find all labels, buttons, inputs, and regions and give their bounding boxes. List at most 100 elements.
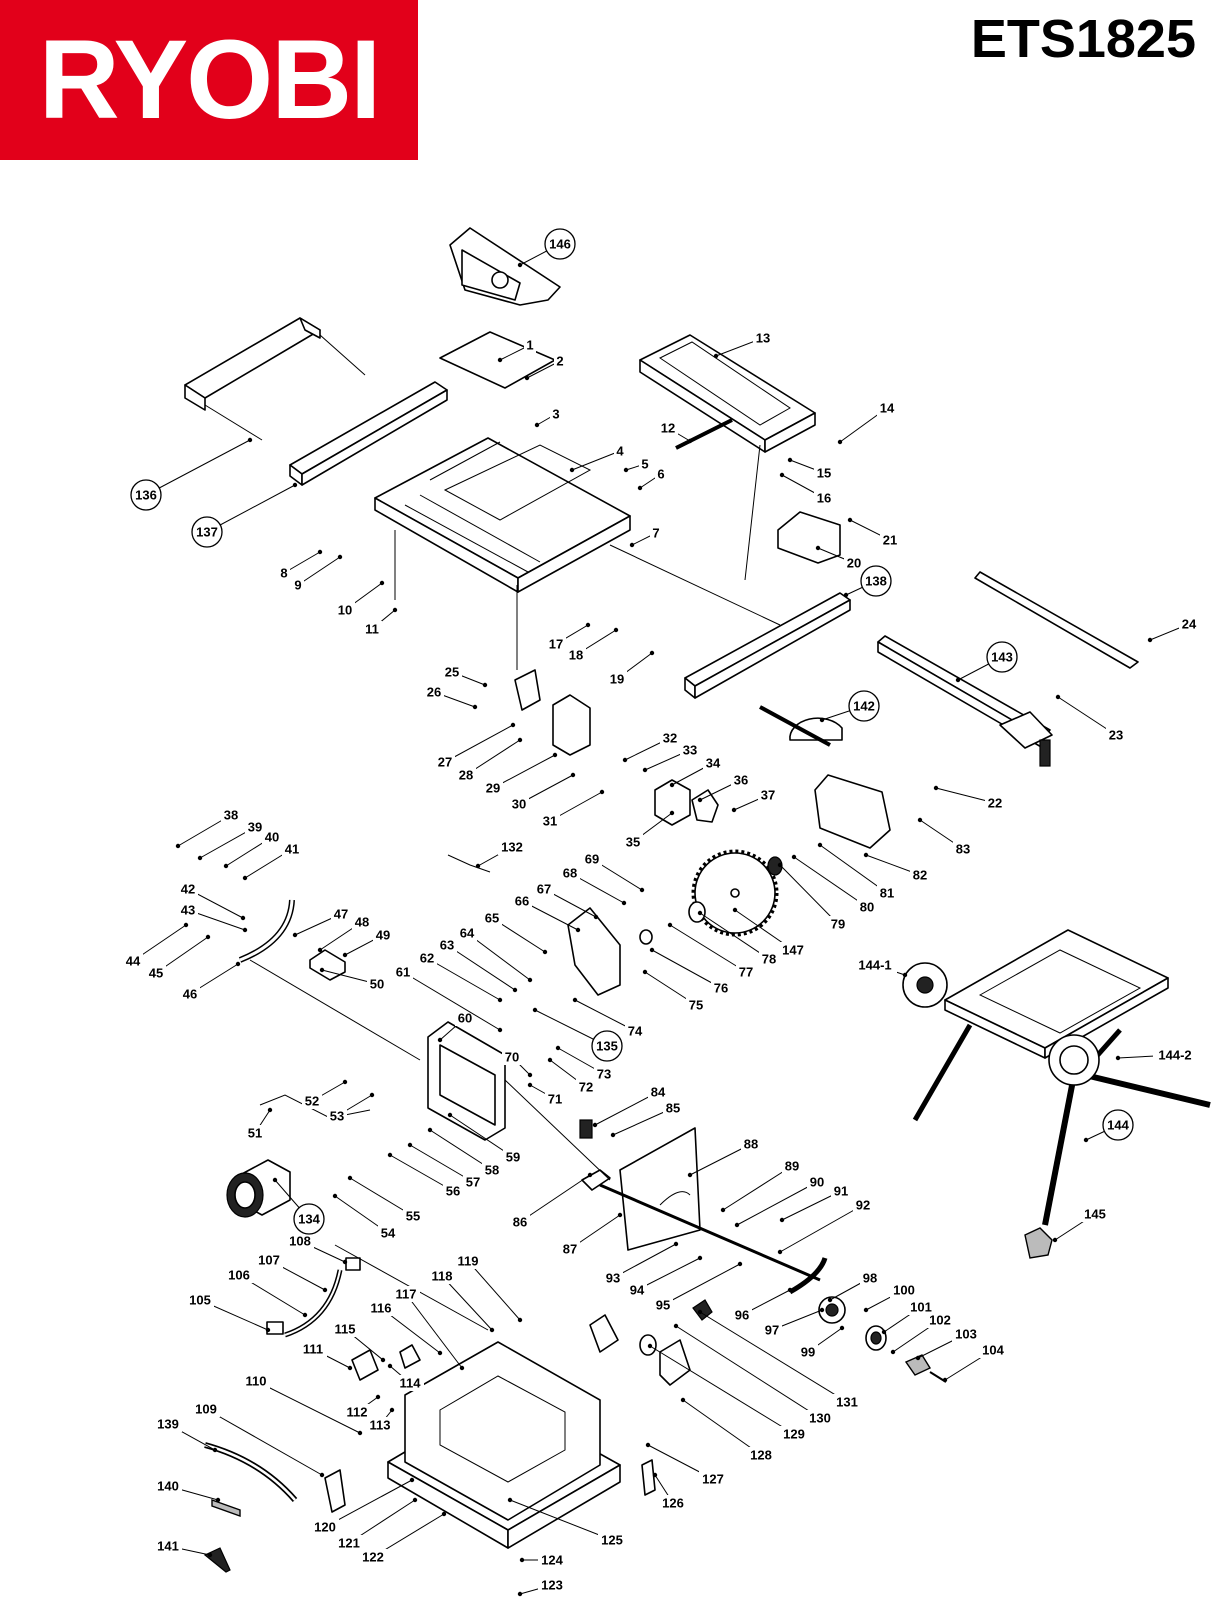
label-background xyxy=(703,755,723,771)
part-number-label: 105 xyxy=(189,1293,211,1308)
leader-end-dot xyxy=(387,1152,393,1158)
callout-142: 142 xyxy=(819,690,880,723)
callout-92: 92 xyxy=(777,1197,873,1255)
base-housing xyxy=(387,1341,621,1549)
leader-end-dot xyxy=(642,767,648,773)
part-number-label: 69 xyxy=(585,852,599,867)
leader-end-dot xyxy=(890,1349,896,1355)
leader-end-dot xyxy=(942,1377,948,1383)
leader-end-dot xyxy=(617,1212,623,1218)
label-background xyxy=(550,406,562,422)
callout-112: 112 xyxy=(343,1394,381,1420)
part-number-label: 95 xyxy=(656,1298,670,1313)
part-number-label: 87 xyxy=(563,1242,577,1257)
callout-30: 30 xyxy=(509,772,576,812)
label-background xyxy=(443,1183,463,1199)
rip-fence xyxy=(877,635,1053,767)
part-number-label: 10 xyxy=(338,603,352,618)
leader-end-dot xyxy=(342,952,348,958)
part-number-label: 1 xyxy=(526,338,533,353)
leader-end-dot xyxy=(292,932,298,938)
label-background xyxy=(732,1307,752,1323)
leader-end-dot xyxy=(197,855,203,861)
leader-line xyxy=(722,1165,793,1211)
callout-84: 84 xyxy=(592,1084,668,1128)
leader-line xyxy=(389,1154,454,1192)
leader-end-dot xyxy=(623,467,629,473)
leader-end-dot xyxy=(593,914,599,920)
leader-end-dot xyxy=(347,1365,353,1371)
label-background xyxy=(403,1208,423,1224)
callout-28: 28 xyxy=(456,737,523,783)
part-number-label: 22 xyxy=(988,796,1002,811)
leader-end-dot xyxy=(302,1312,308,1318)
part-number-label: 120 xyxy=(314,1520,336,1535)
leader-end-dot xyxy=(337,554,343,560)
callout-144: 144 xyxy=(1083,1109,1134,1143)
callout-144-1: 144-1 xyxy=(853,957,908,978)
label-background xyxy=(660,730,680,746)
label-background xyxy=(483,780,503,796)
label-background xyxy=(311,1519,339,1535)
callout-147: 147 xyxy=(732,907,807,958)
callout-38: 38 xyxy=(175,807,241,849)
leader-end-dot xyxy=(437,1037,443,1043)
leader-end-dot xyxy=(527,1082,533,1088)
callout-circle xyxy=(591,1030,623,1062)
leader-end-dot xyxy=(697,1255,703,1261)
part-number-label: 32 xyxy=(663,731,677,746)
leader-end-dot xyxy=(387,1363,393,1369)
leader-end-dot xyxy=(697,1309,703,1315)
leader-end-dot xyxy=(472,704,478,710)
callout-58: 58 xyxy=(427,1127,502,1178)
label-background xyxy=(1106,727,1126,743)
callout-131: 131 xyxy=(697,1309,861,1410)
part-number-label: 84 xyxy=(651,1085,666,1100)
part-number-label: 24 xyxy=(1182,617,1197,632)
callout-116: 116 xyxy=(367,1300,443,1356)
callout-52: 52 xyxy=(302,1079,348,1109)
part-number-label: 79 xyxy=(831,917,845,932)
label-background xyxy=(510,1214,530,1230)
callout-95: 95 xyxy=(653,1261,743,1313)
leader-end-dot xyxy=(569,467,575,473)
label-background xyxy=(741,1136,761,1152)
leader-end-dot xyxy=(1052,1237,1058,1243)
part-number-label: 114 xyxy=(400,1376,422,1391)
leader-end-dot xyxy=(734,1222,740,1228)
leader-end-dot xyxy=(843,592,849,598)
leader-line xyxy=(467,1260,521,1321)
leader-line xyxy=(636,1257,701,1291)
part-number-label: 45 xyxy=(149,966,163,981)
callout-146: 146 xyxy=(517,228,576,268)
part-number-label: 55 xyxy=(406,1209,420,1224)
label-background xyxy=(192,1401,220,1417)
label-background xyxy=(554,353,566,369)
label-background xyxy=(1179,616,1199,632)
label-background xyxy=(711,980,731,996)
leader-end-dot xyxy=(437,1350,443,1356)
leader-line xyxy=(297,556,341,586)
label-background xyxy=(424,684,444,700)
callout-circle xyxy=(130,479,162,511)
part-number-label: 29 xyxy=(486,781,500,796)
part-number-label: 111 xyxy=(303,1342,323,1357)
callout-42: 42 xyxy=(178,881,246,921)
leader-line xyxy=(349,1177,414,1217)
leader-end-dot xyxy=(570,772,576,778)
leader-end-dot xyxy=(517,262,523,268)
front-trunnion xyxy=(552,694,591,756)
leader-end-dot xyxy=(175,843,181,849)
label-background xyxy=(907,1299,935,1315)
leader-end-dot xyxy=(375,1394,381,1400)
label-background xyxy=(680,742,700,758)
leader-end-dot xyxy=(207,1552,213,1558)
callout-91: 91 xyxy=(779,1183,851,1223)
label-background xyxy=(366,1417,394,1433)
leader-end-dot xyxy=(572,997,578,1003)
callout-circle xyxy=(848,690,880,722)
part-number-label: 141 xyxy=(157,1539,179,1554)
part-number-label: 38 xyxy=(224,808,238,823)
leader-end-dot xyxy=(342,1079,348,1085)
leader-end-dot xyxy=(507,1497,513,1503)
